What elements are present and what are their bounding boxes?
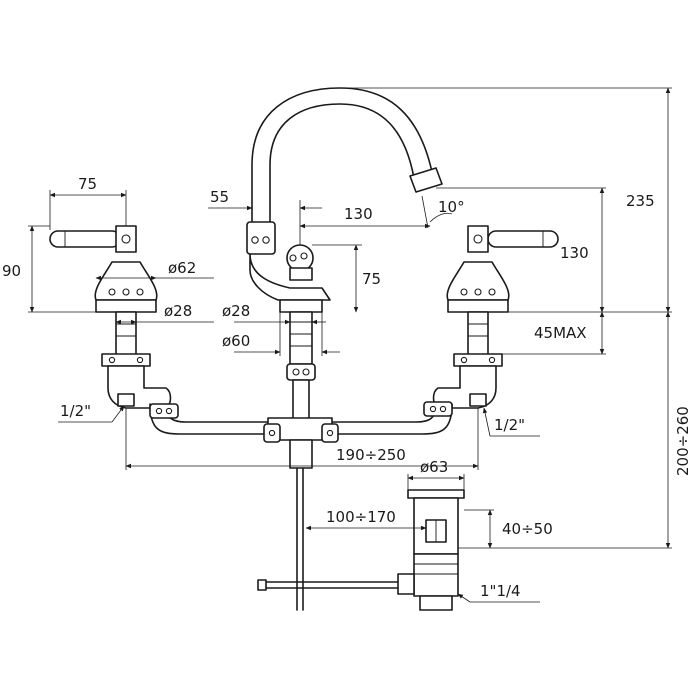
dimension-labels: 75 90 ø62 ø28 55 130 10° 130 235 75 ø28 … xyxy=(2,175,692,600)
label-center-spacing: 190÷250 xyxy=(336,446,406,464)
label-deck-thickness: 45MAX xyxy=(534,324,587,342)
label-stem-diameter-left: ø28 xyxy=(164,302,192,320)
label-spout-side-height: 130 xyxy=(560,244,589,262)
label-center-base-diameter: ø60 xyxy=(222,332,250,350)
label-spout-offset: 55 xyxy=(210,188,229,206)
label-spout-angle: 10° xyxy=(438,198,465,216)
label-spout-overall-height: 235 xyxy=(626,192,655,210)
popup-waste-assembly xyxy=(257,467,465,611)
label-spout-reach: 130 xyxy=(344,205,373,223)
label-waste-rod-distance: 100÷170 xyxy=(326,508,396,526)
label-lever-height: 90 xyxy=(2,262,21,280)
dimension-lines xyxy=(28,87,672,603)
right-valve-assembly xyxy=(432,225,559,409)
left-valve-assembly xyxy=(49,225,172,409)
label-center-stem-diameter: ø28 xyxy=(222,302,250,320)
spout-assembly xyxy=(246,87,443,421)
connecting-pipes xyxy=(149,401,453,469)
label-inlet-right: 1/2" xyxy=(494,416,525,434)
label-lever-width: 75 xyxy=(78,175,97,193)
label-body-diameter: ø62 xyxy=(168,259,196,277)
label-waste-height: 40÷50 xyxy=(502,520,553,538)
label-inlet-left: 1/2" xyxy=(60,402,91,420)
label-spout-body-height: 75 xyxy=(362,270,381,288)
label-waste-thread: 1"1/4 xyxy=(480,582,521,600)
label-tail-length: 200÷260 xyxy=(674,406,692,476)
label-waste-diameter: ø63 xyxy=(420,458,448,476)
